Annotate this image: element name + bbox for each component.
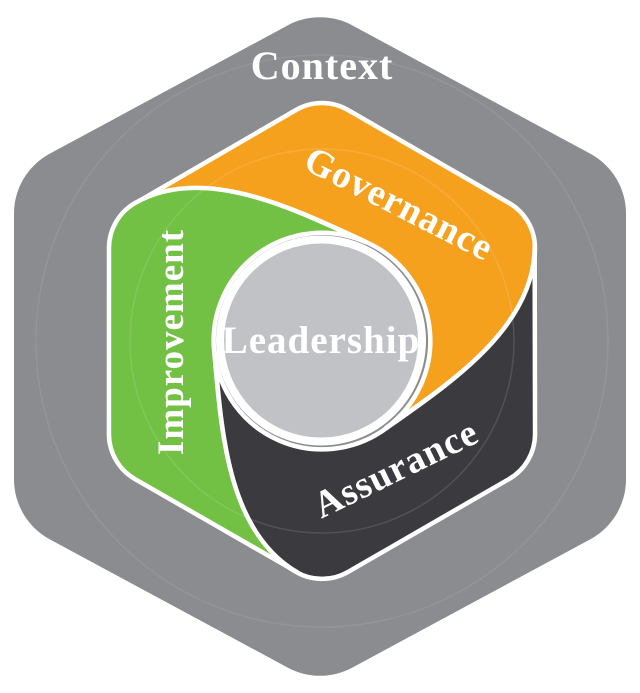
decorative-arc-outer	[35, 54, 609, 628]
decorative-arc-inner	[129, 148, 515, 534]
leadership-circle	[216, 235, 426, 446]
leadership-label: Leadership	[222, 319, 421, 362]
context-label: Context	[251, 43, 394, 88]
improvement-label: Improvement	[151, 229, 192, 455]
